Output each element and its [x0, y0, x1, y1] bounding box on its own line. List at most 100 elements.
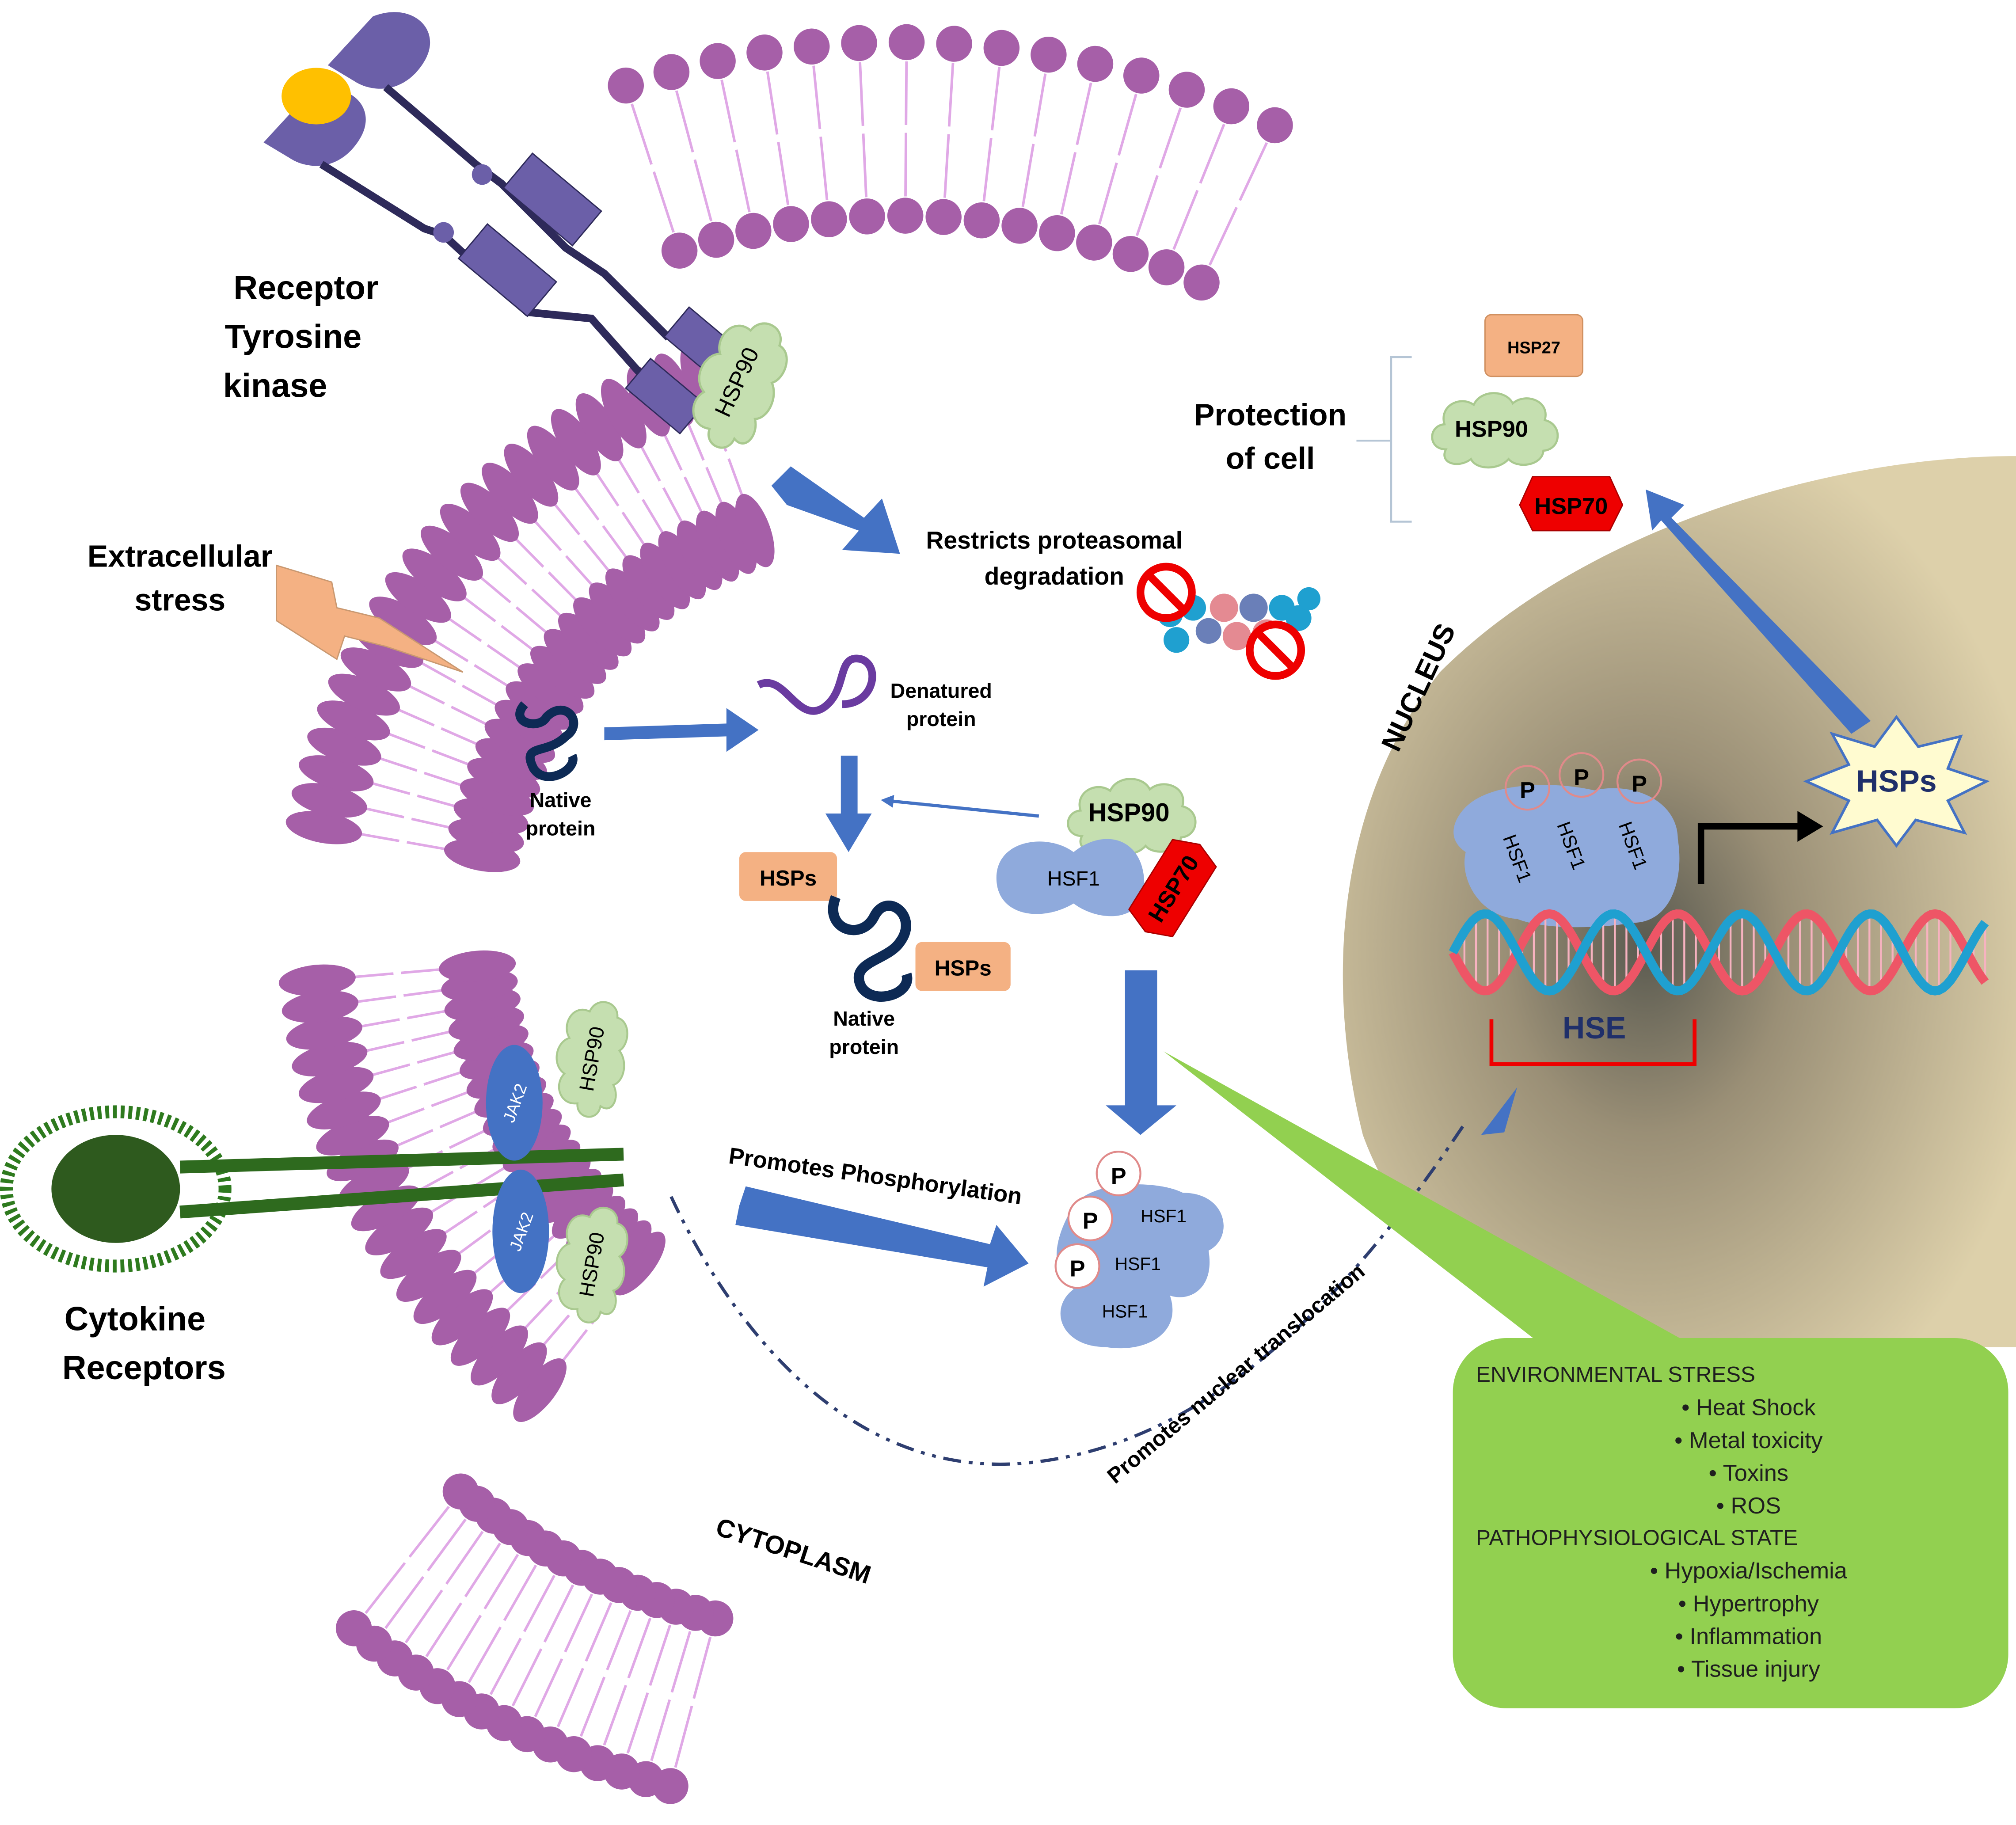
- cell-membrane: [278, 24, 1293, 1804]
- svg-text:Restricts proteasomal: Restricts proteasomal: [926, 527, 1183, 554]
- lipid-head: [1076, 224, 1112, 261]
- lipid-head: [467, 758, 540, 798]
- rtk-label: Receptor Tyrosine kinase: [223, 270, 378, 404]
- svg-text:HSF1: HSF1: [1141, 1206, 1187, 1226]
- lipid-head: [413, 1270, 477, 1324]
- lipid-head: [513, 1358, 567, 1422]
- lipid-head: [589, 582, 646, 644]
- lipid-head: [558, 612, 619, 670]
- lipid-head: [440, 504, 501, 561]
- svg-text:HSP27: HSP27: [1507, 338, 1560, 357]
- lipid-head: [278, 964, 356, 996]
- lipid-head: [291, 783, 367, 818]
- lipid-head: [575, 393, 624, 462]
- cytoplasm-label: CYTOPLASM: [712, 1513, 874, 1589]
- lipid-head: [396, 1250, 461, 1302]
- lipid-head: [450, 1308, 510, 1366]
- arrow-denatured-down: [825, 756, 872, 852]
- lipid-head: [1213, 88, 1250, 125]
- svg-text:Receptors: Receptors: [62, 1350, 226, 1387]
- svg-text:HSF1: HSF1: [1115, 1254, 1161, 1274]
- lipid-head: [491, 1342, 547, 1404]
- svg-text:Receptor: Receptor: [234, 270, 379, 307]
- lipid-head: [1257, 107, 1293, 144]
- info-list-item: • ROS: [1716, 1493, 1781, 1519]
- info-list-item: • Toxins: [1709, 1460, 1788, 1486]
- lipid-head: [983, 30, 1020, 66]
- lipid-head: [793, 28, 830, 65]
- lipid-head: [281, 990, 359, 1023]
- extracellular-stress: Extracellular stress: [87, 539, 464, 673]
- lipid-head: [552, 1182, 613, 1239]
- lipid-head: [340, 647, 411, 692]
- lipid-head: [1031, 36, 1067, 73]
- lipid-head: [316, 1116, 389, 1156]
- lipid-head: [517, 663, 584, 714]
- lipid-head: [661, 232, 698, 269]
- lipid-head: [1077, 46, 1114, 82]
- restricts-degradation-label: Restricts proteasomal degradation: [926, 527, 1183, 590]
- arrow-hsf1-down: [1106, 970, 1177, 1135]
- lipid-head: [936, 26, 972, 62]
- lipid-head: [504, 444, 559, 507]
- lipid-head: [482, 463, 538, 524]
- hsf1-chaperone-complex: HSP90 HSF1 HSP70: [996, 779, 1217, 938]
- cytokine-receptor: JAK2 JAK2 HSP90 HSP90: [0, 996, 635, 1327]
- arrows: [604, 466, 1871, 1466]
- arrow-hsf1-release: [881, 795, 1039, 818]
- hse-bracket: HSE: [1489, 1011, 1697, 1066]
- receptor-tyrosine-kinase: HSP90: [263, 12, 802, 460]
- svg-text:Tyrosine: Tyrosine: [225, 319, 362, 356]
- cytokine-label: Cytokine Receptors: [62, 1301, 226, 1387]
- lipid-head: [530, 646, 595, 699]
- lipid-head: [653, 54, 690, 90]
- dna-strand: [1449, 909, 1989, 996]
- svg-text:HSP70: HSP70: [1534, 494, 1608, 519]
- lipid-head: [746, 34, 783, 71]
- lipid-head: [402, 548, 467, 601]
- lipid-head: [698, 221, 734, 258]
- jak2-top: JAK2: [486, 1045, 543, 1161]
- lipid-head: [385, 572, 451, 623]
- svg-text:P: P: [1111, 1163, 1126, 1189]
- svg-text:of cell: of cell: [1226, 441, 1315, 475]
- info-list-item: • Hypoxia/Ischemia: [1650, 1558, 1848, 1584]
- ligand: [281, 68, 351, 125]
- lipid-head: [640, 543, 690, 609]
- svg-text:HSPs: HSPs: [935, 956, 992, 981]
- lipid-head: [328, 673, 400, 716]
- svg-text:stress: stress: [134, 582, 225, 617]
- svg-text:Denatured: Denatured: [890, 679, 992, 702]
- lipid-head: [1148, 249, 1185, 285]
- lipid-head: [285, 811, 362, 844]
- lipid-head: [365, 1207, 434, 1255]
- lipid-head: [1123, 57, 1160, 94]
- svg-text:ENVIRONMENTAL STRESS: ENVIRONMENTAL STRESS: [1476, 1362, 1755, 1387]
- lipid-head: [471, 1325, 528, 1386]
- lipid-head: [658, 531, 706, 600]
- lipid-head: [963, 202, 1000, 239]
- hsp70-protection: HSP70: [1519, 476, 1624, 532]
- svg-text:protein: protein: [829, 1035, 899, 1058]
- arrow-phosphorylation: [735, 1186, 1029, 1287]
- denatured-protein: Denatured protein: [757, 654, 992, 730]
- lipid-head: [442, 1473, 479, 1509]
- lipid-head: [573, 597, 632, 657]
- hsps-box: [739, 852, 837, 901]
- lightning-icon: [276, 564, 464, 673]
- lipid-head: [605, 568, 660, 631]
- lipid-head: [551, 409, 601, 475]
- lipid-head: [544, 629, 606, 684]
- svg-text:P: P: [1520, 778, 1535, 803]
- proteasome: [1136, 563, 1320, 680]
- lipid-head: [888, 24, 925, 61]
- hsps-star: HSPs: [1803, 715, 1990, 848]
- lipid-head: [307, 1091, 381, 1129]
- svg-text:Native: Native: [833, 1007, 895, 1030]
- jak2-bottom: JAK2: [492, 1169, 549, 1293]
- lipid-head: [677, 520, 723, 590]
- svg-text:HSPs: HSPs: [760, 866, 817, 890]
- lipid-head: [460, 483, 519, 542]
- no-sign-icon: [1136, 563, 1196, 622]
- lipid-head: [601, 379, 647, 449]
